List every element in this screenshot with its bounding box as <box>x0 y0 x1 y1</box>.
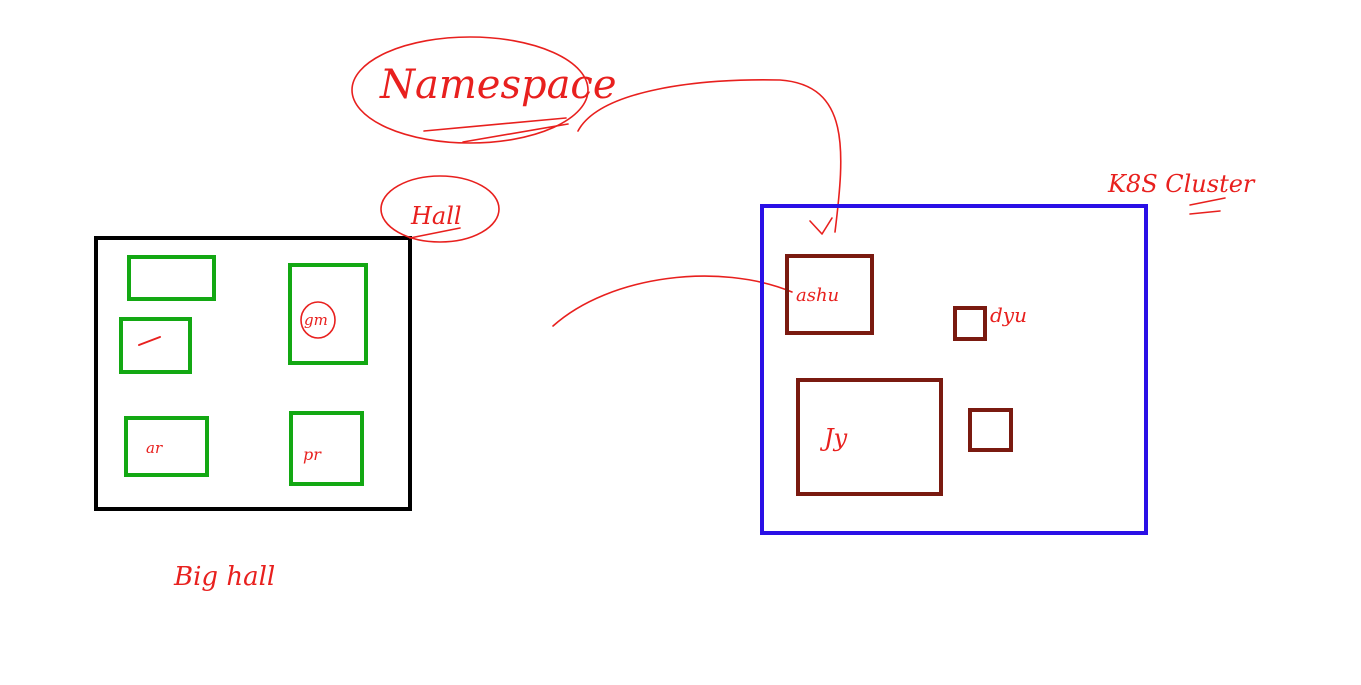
k8s-cluster-box <box>760 204 1148 535</box>
big-hall-box <box>94 236 412 511</box>
pod-box-ashu <box>785 254 874 335</box>
k8s-cluster-underline <box>1189 197 1226 215</box>
big-hall-label: Big hall <box>173 562 275 592</box>
hall-label: Hall <box>410 202 462 230</box>
room-box-2 <box>119 317 192 374</box>
room-c-label: pr <box>303 445 322 464</box>
namespace-circle <box>351 36 589 144</box>
connector-curve <box>552 275 793 327</box>
namespace-arrow <box>577 78 842 233</box>
room-b-circle <box>300 301 336 339</box>
k8s-cluster-label: K8S Cluster <box>1107 170 1256 198</box>
room-box-5 <box>289 411 364 486</box>
room-box-2-mark <box>138 336 161 346</box>
room-box-4 <box>124 416 209 477</box>
namespace-underline <box>423 117 569 143</box>
pod-dyu-label: dyu <box>990 303 1027 327</box>
room-box-3 <box>288 263 368 365</box>
room-box-1 <box>127 255 216 301</box>
hall-underline <box>409 227 461 239</box>
pod-box-large <box>796 378 943 496</box>
room-a-label: ar <box>146 439 163 457</box>
pod-box-small-1 <box>953 306 987 341</box>
pod-jy-label: Jy <box>819 424 848 452</box>
namespace-arrowhead <box>809 217 833 235</box>
pod-box-small-2 <box>968 408 1013 452</box>
hall-circle <box>380 175 500 243</box>
room-b-label: gm <box>304 311 328 329</box>
namespace-label: Namespace <box>379 62 617 108</box>
pod-ashu-label: ashu <box>796 285 839 306</box>
